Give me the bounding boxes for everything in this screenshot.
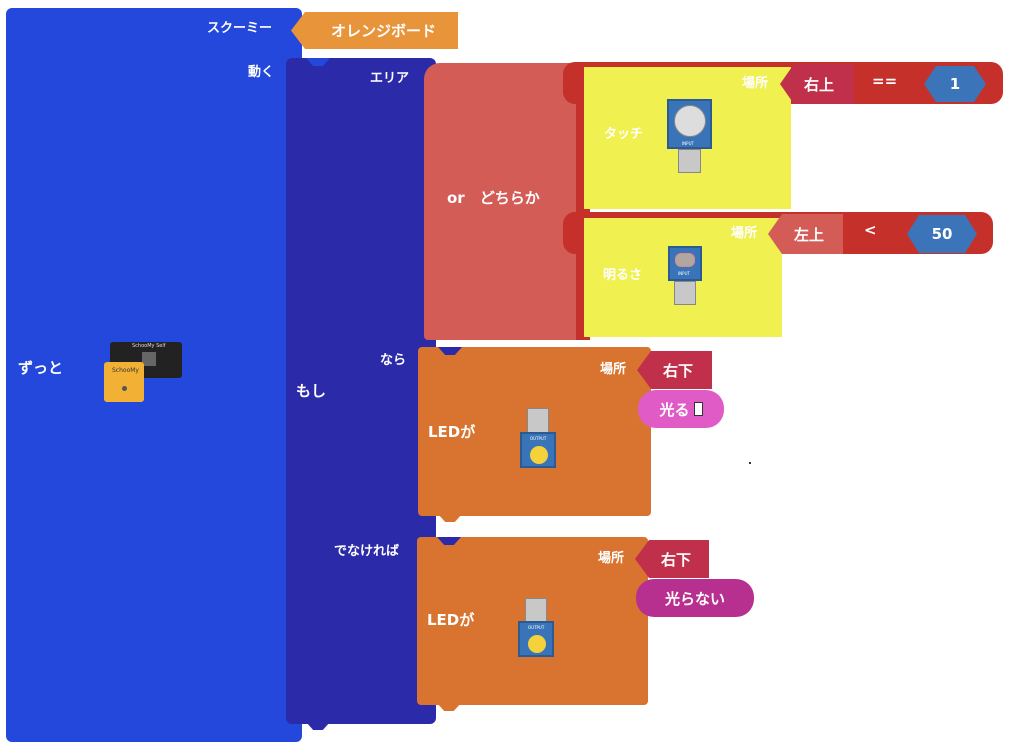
- then-label: なら: [380, 353, 407, 368]
- led-icon-else: OUTPUT: [518, 621, 554, 657]
- then-led-tag: OUTPUT: [530, 436, 547, 441]
- board-select[interactable]: オレンジボード: [291, 12, 458, 49]
- led-on-label: 光る: [659, 400, 690, 419]
- text-cursor-icon: [693, 402, 703, 416]
- light-sensor-tag: INPUT: [678, 271, 690, 276]
- canvas-dot: [749, 462, 751, 464]
- else-place-select[interactable]: 右下: [635, 540, 709, 578]
- then-led-label: LEDが: [428, 423, 476, 441]
- else-led-notch: [437, 537, 461, 545]
- sukumi-label: スクーミー: [207, 21, 273, 36]
- if-block[interactable]: [286, 58, 436, 724]
- value-input-1[interactable]: 1: [924, 66, 986, 102]
- else-led-tag: OUTPUT: [528, 625, 545, 630]
- board-top-text: SchooMy Self: [132, 343, 166, 349]
- then-place-select[interactable]: 右下: [637, 351, 712, 389]
- led-off-button[interactable]: 光らない: [636, 579, 754, 617]
- light-place-select[interactable]: 左上: [768, 214, 843, 254]
- else-label: でなければ: [334, 544, 400, 559]
- if-label: もし: [296, 382, 327, 400]
- light-place-label: 場所: [731, 226, 758, 241]
- led-on-button[interactable]: 光る: [638, 390, 724, 428]
- move-label: 動く: [248, 65, 275, 80]
- light-sensor-label: 明るさ: [603, 268, 643, 283]
- then-place-label: 場所: [600, 362, 627, 377]
- board-select-value: オレンジボード: [331, 22, 437, 40]
- then-led-bottom-notch: [438, 514, 462, 522]
- touch-place-select[interactable]: 右上: [780, 64, 854, 104]
- operator-lt[interactable]: <: [864, 221, 877, 239]
- then-led-notch: [438, 347, 462, 355]
- touch-place-value: 右上: [804, 76, 835, 94]
- else-led-bottom-notch: [437, 703, 461, 711]
- if-block-bottom-notch: [306, 722, 330, 730]
- or-block[interactable]: [424, 63, 584, 340]
- else-place-value: 右下: [661, 551, 692, 569]
- led-icon-then: OUTPUT: [520, 432, 556, 468]
- light-place-value: 左上: [794, 226, 825, 244]
- else-led-label: LEDが: [427, 611, 475, 629]
- area-label: エリア: [370, 71, 410, 86]
- forever-label: ずっと: [18, 359, 64, 377]
- then-place-value: 右下: [663, 362, 694, 380]
- touch-sensor-icon: INPUT: [667, 99, 712, 149]
- light-sensor-icon: INPUT: [668, 246, 702, 281]
- led-off-label: 光らない: [664, 589, 725, 608]
- touch-sensor-label: タッチ: [604, 127, 644, 142]
- operator-eq[interactable]: ==: [872, 72, 898, 90]
- or-label: or どちらか: [447, 189, 540, 207]
- schoomy-board-icon: SchooMy Self SchooMy: [104, 342, 184, 404]
- value-input-2[interactable]: 50: [907, 215, 977, 253]
- board-front-text: SchooMy: [112, 367, 139, 374]
- touch-place-label: 場所: [742, 76, 769, 91]
- touch-sensor-tag: INPUT: [682, 141, 694, 146]
- else-place-label: 場所: [598, 551, 625, 566]
- if-block-notch: [306, 58, 330, 66]
